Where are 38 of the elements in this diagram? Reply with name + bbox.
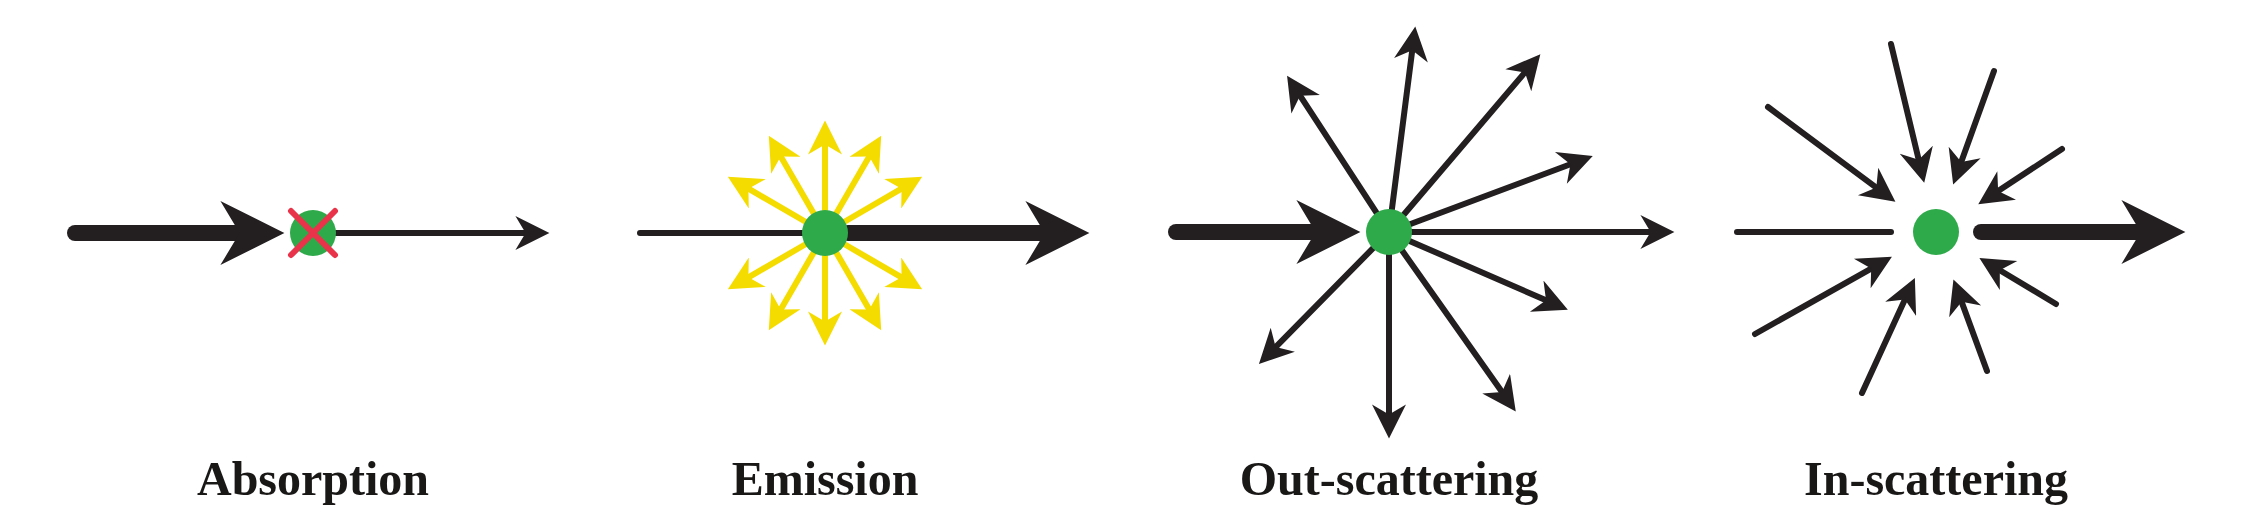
particle-dot — [1366, 209, 1412, 255]
ray-arrow — [727, 241, 809, 290]
ray-arrow — [841, 241, 923, 290]
ray-arrow — [727, 176, 809, 225]
ray-arrow — [1399, 247, 1516, 412]
ray-arrow — [808, 253, 842, 346]
ray-arrow — [1258, 245, 1376, 364]
ray-arrow — [833, 135, 882, 217]
ray-arrow — [1979, 258, 2059, 307]
ray-arrow — [67, 201, 285, 265]
ray-arrow — [1407, 151, 1593, 227]
ray-arrow — [1168, 200, 1361, 264]
ray-arrow — [1765, 104, 1896, 202]
ray-arrow — [1978, 146, 2065, 205]
ray-arrow — [1888, 41, 1933, 183]
ray-arrow — [833, 249, 882, 331]
ray-arrow — [1752, 256, 1892, 337]
ray-arrow — [1372, 252, 1406, 439]
ray-arrow — [808, 120, 842, 213]
ray-arrow — [1287, 75, 1380, 216]
ray-arrow — [1400, 54, 1541, 218]
particle-dot — [802, 210, 848, 256]
ray-arrow — [333, 216, 550, 250]
ray-arrow — [841, 176, 923, 225]
ray-arrow — [1948, 68, 1997, 185]
ray-arrow — [768, 135, 817, 217]
ray-arrow — [1859, 278, 1917, 396]
ray-arrow — [1409, 215, 1675, 249]
particle-dot — [1913, 209, 1959, 255]
panel-caption: In-scattering — [1804, 451, 2068, 507]
ray-line — [1734, 229, 1894, 235]
panel-caption: Absorption — [196, 451, 430, 507]
ray-arrow — [1407, 238, 1568, 312]
ray-arrow — [768, 249, 817, 331]
panel-caption: Emission — [731, 451, 919, 507]
ray-arrow — [1973, 200, 2186, 264]
ray-arrow — [1949, 279, 1990, 374]
panel-caption: Out-scattering — [1239, 451, 1539, 507]
